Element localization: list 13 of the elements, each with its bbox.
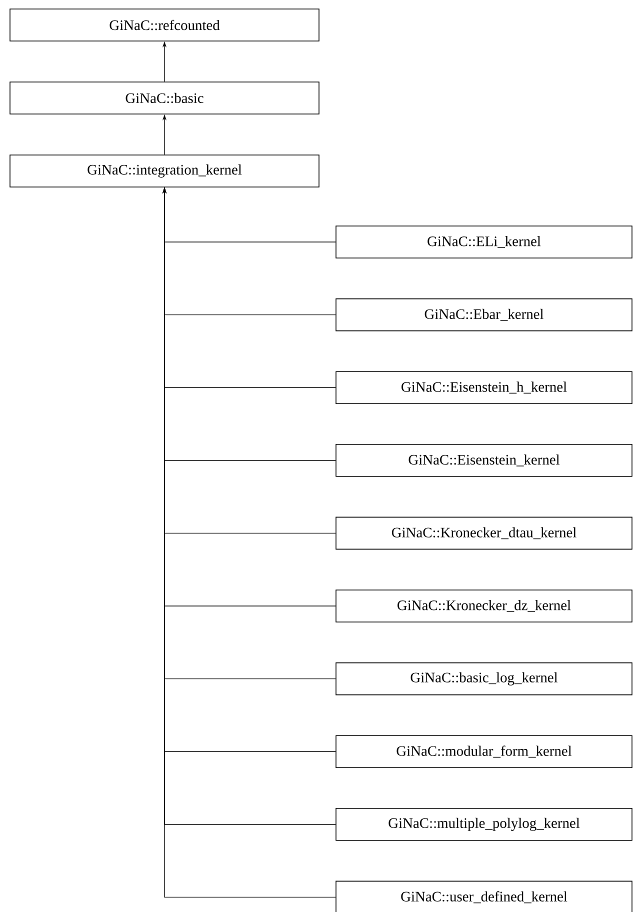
class-box: GiNaC::basic (10, 82, 320, 114)
class-box: GiNaC::integration_kernel (10, 154, 320, 188)
class-box: GiNaC::Ebar_kernel (336, 298, 632, 332)
class-box: GiNaC::Eisenstein_h_kernel (336, 371, 632, 404)
class-box: GiNaC::refcounted (10, 8, 320, 42)
class-box: GiNaC::multiple_polylog_kernel (336, 808, 632, 841)
class-box: GiNaC::Eisenstein_kernel (336, 444, 632, 477)
class-box: GiNaC::Kronecker_dz_kernel (336, 590, 632, 622)
class-box: GiNaC::ELi_kernel (336, 226, 632, 258)
class-box: GiNaC::basic_log_kernel (336, 662, 632, 696)
class-box: GiNaC::Kronecker_dtau_kernel (336, 516, 632, 550)
class-box: GiNaC::modular_form_kernel (336, 735, 632, 768)
class-box: GiNaC::user_defined_kernel (336, 880, 632, 912)
